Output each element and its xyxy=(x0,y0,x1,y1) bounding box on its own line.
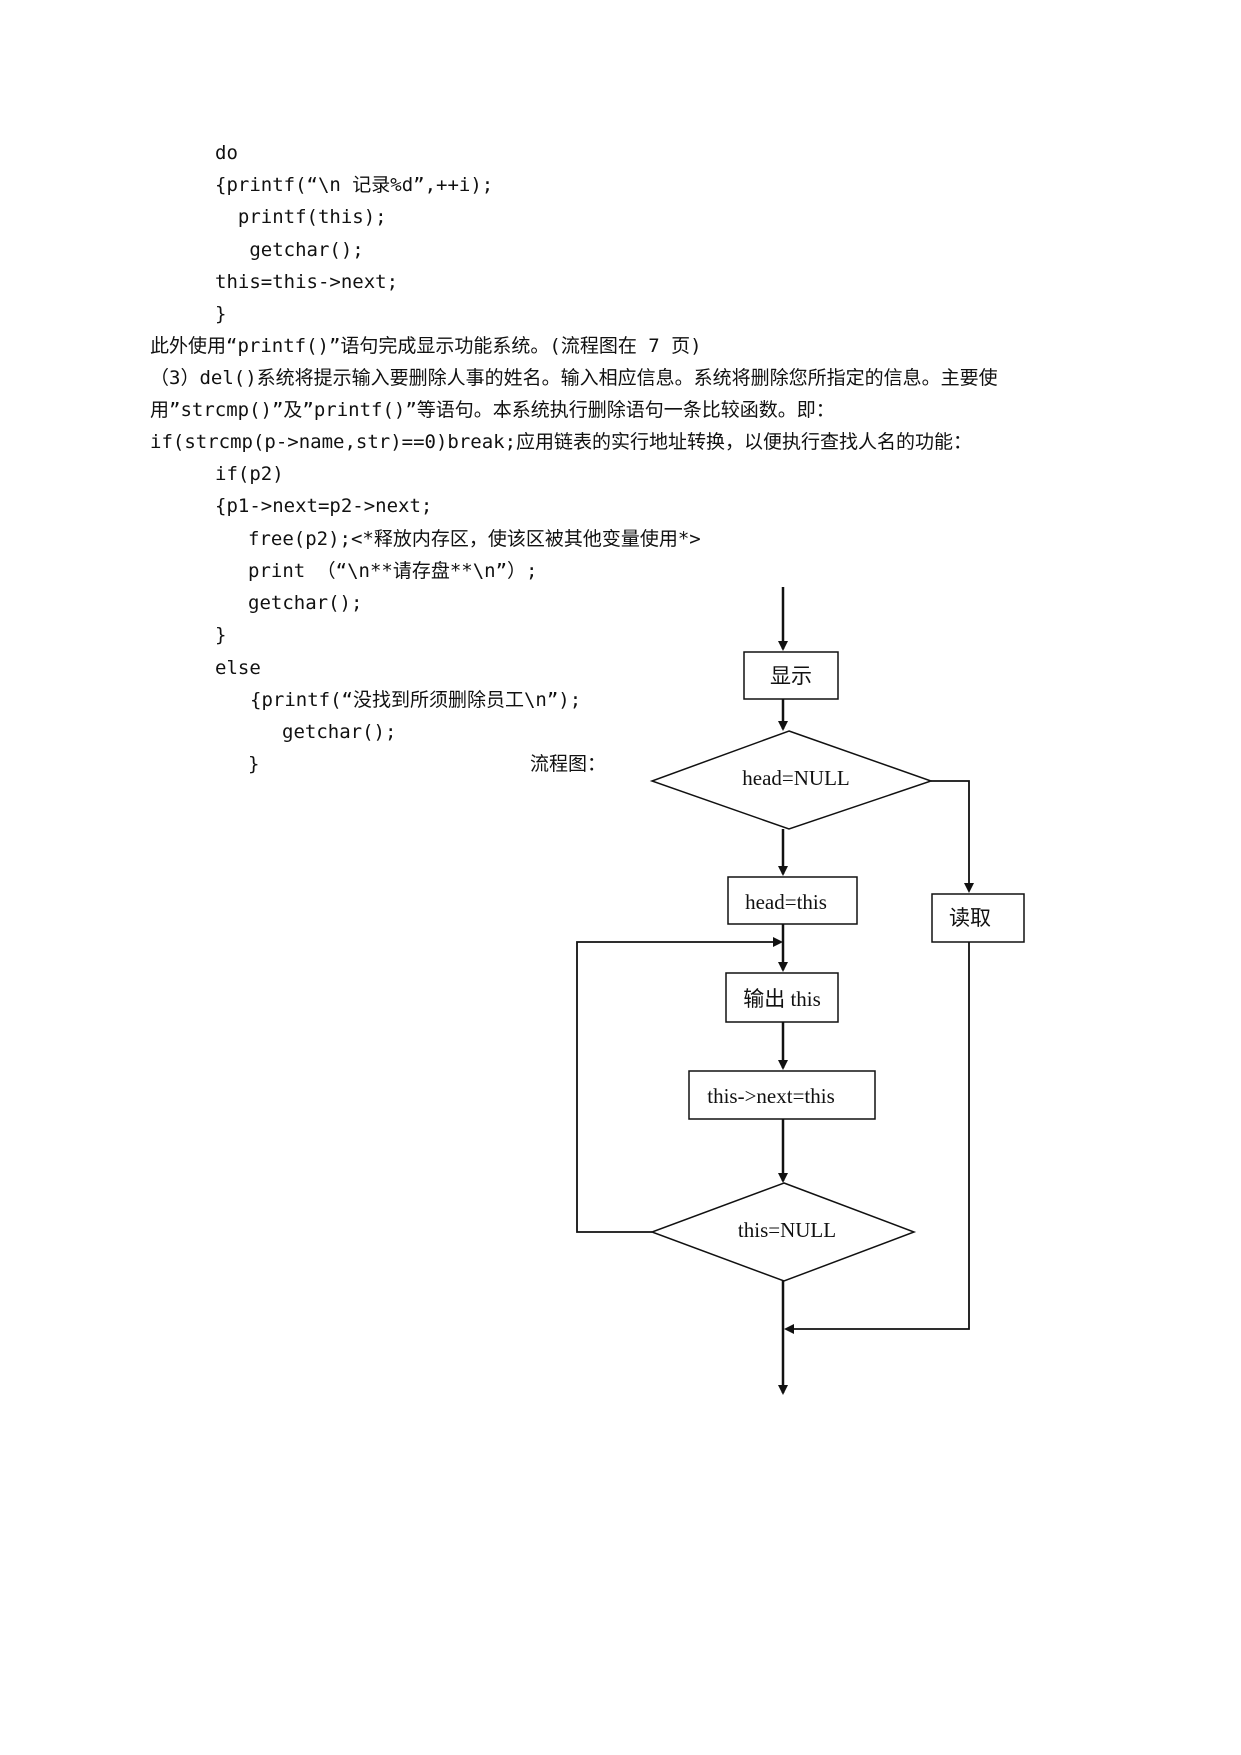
code-line-printf-record: {printf(“\n 记录%d”,++i); xyxy=(215,174,494,196)
flow-node-head-this-label: head=this xyxy=(745,890,827,914)
flow-arrow-loop-back xyxy=(576,937,783,1233)
flow-node-next xyxy=(688,1070,876,1120)
code-line-printf-notfound: {printf(“没找到所须删除员工\n”); xyxy=(250,689,582,711)
flow-decision-head-null-label: head=NULL xyxy=(742,766,849,790)
paragraph-del-statements: 用”strcmp()”及”printf()”等语句。本系统执行删除语句一条比较函… xyxy=(150,399,835,421)
code-line-close-brace-1: } xyxy=(215,303,227,325)
flow-decision-this-null-label: this=NULL xyxy=(738,1218,836,1242)
code-line-p1-next: {p1->next=p2->next; xyxy=(215,495,433,517)
code-line-do: do xyxy=(215,142,238,164)
code-line-close-brace-3: } xyxy=(248,753,260,775)
paragraph-del-intro: （3）del()系统将提示输入要删除人事的姓名。输入相应信息。系统将删除您所指定… xyxy=(150,367,998,389)
flow-node-read xyxy=(931,893,1025,943)
paragraph-strcmp-line: if(strcmp(p->name,str)==0)break;应用链表的实行地… xyxy=(150,431,973,453)
code-line-getchar-1: getchar(); xyxy=(215,239,364,261)
flow-node-read-label: 读取 xyxy=(949,906,991,930)
code-line-if-p2: if(p2) xyxy=(215,463,284,485)
flow-node-output-this xyxy=(725,972,839,1023)
flow-node-display-label: 显示 xyxy=(770,664,812,688)
code-line-printf-this: printf(this); xyxy=(215,206,387,228)
code-line-getchar-2: getchar(); xyxy=(248,592,363,614)
code-line-print-save: print （“\n**请存盘**\n”）; xyxy=(248,560,538,582)
flow-arrow-read-to-merge xyxy=(784,942,970,1334)
flow-node-output-this-label: 输出 this xyxy=(743,987,821,1011)
paragraph-display-note: 此外使用“printf()”语句完成显示功能系统。(流程图在 7 页) xyxy=(150,335,702,357)
code-line-free-p2: free(p2);<*释放内存区，使该区被其他变量使用*> xyxy=(248,528,701,550)
flow-decision-head-null xyxy=(649,730,934,830)
flow-arrow-cond-to-read xyxy=(931,780,974,893)
flow-node-head-this xyxy=(727,876,858,925)
code-line-else: else xyxy=(215,657,261,679)
flow-node-next-label: this->next=this xyxy=(707,1084,835,1108)
flow-node-display xyxy=(743,651,839,700)
flowchart-caption: 流程图： xyxy=(530,753,607,775)
code-line-this-next: this=this->next; xyxy=(215,271,399,293)
code-line-close-brace-2: } xyxy=(215,624,227,646)
code-line-getchar-3: getchar(); xyxy=(282,721,397,743)
flow-decision-this-null xyxy=(649,1182,917,1282)
